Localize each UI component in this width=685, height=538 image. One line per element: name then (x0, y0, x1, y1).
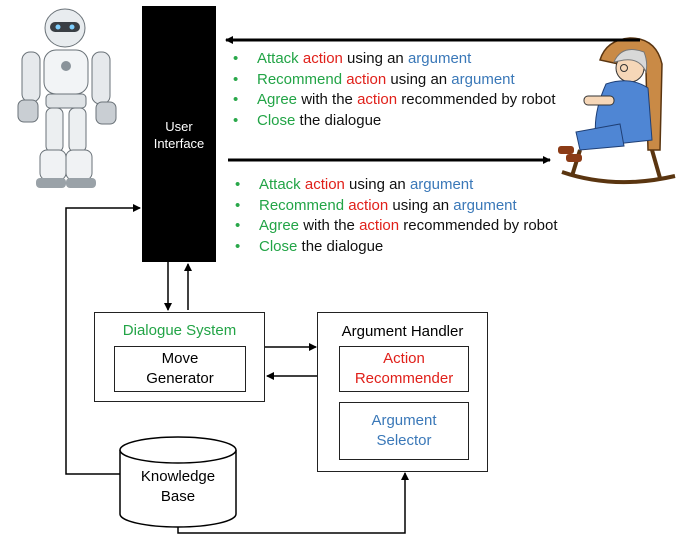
connector-text: the dialogue (295, 111, 382, 129)
knowledge-base-cylinder (119, 436, 237, 528)
bullet: • (233, 91, 239, 108)
action-word: action (344, 196, 389, 214)
message-attack: • Attack action using an argument (233, 49, 556, 70)
argument-word: argument (403, 50, 472, 67)
message-attack: • Attack action using an argument (235, 175, 558, 196)
knowledge-base-label: Knowledge Base (140, 468, 216, 505)
elderly-user-illustration (558, 37, 676, 185)
action-word: action (354, 217, 400, 234)
user-interface-label: User Interface (153, 119, 205, 151)
arrow-knowledge-to-interface (65, 204, 141, 475)
connector-text: the dialogue (297, 237, 384, 255)
robot-illustration (17, 8, 117, 188)
action-word: action (298, 50, 343, 67)
connector-text: using an (386, 70, 448, 88)
bullet: • (233, 111, 239, 129)
dialogue-system-box: Dialogue System Move Generator (94, 312, 265, 402)
argument-selector-box: Argument Selector (339, 402, 469, 460)
action-word: action (342, 70, 387, 88)
argument-word: argument (405, 176, 474, 193)
message-agree: • Agree with the action recommended by ro… (233, 90, 556, 111)
connector-text: with the (299, 217, 355, 234)
message-recommend: • Recommend action using an argument (233, 70, 556, 91)
connector-text: recommended by robot (397, 91, 556, 108)
move-type: Attack (257, 50, 299, 67)
arrow-knowledge-to-argument-handler (177, 472, 409, 534)
message-recommend: • Recommend action using an argument (235, 196, 558, 217)
argument-word: argument (449, 196, 517, 214)
move-type: Agree (257, 91, 298, 108)
connector-text: using an (388, 196, 450, 214)
move-type: Close (259, 237, 298, 255)
move-type: Recommend (259, 196, 345, 214)
user-interface-block (142, 6, 216, 262)
message-close: • Close the dialogue (235, 237, 558, 258)
move-type: Close (257, 111, 296, 129)
message-close: • Close the dialogue (233, 111, 556, 132)
bullet: • (233, 50, 239, 67)
connector-text: using an (344, 176, 406, 193)
dialogue-system-title: Dialogue System (122, 322, 237, 339)
argument-handler-box: Argument Handler Action Recommender Argu… (317, 312, 488, 472)
move-type: Recommend (257, 70, 343, 88)
action-word: action (300, 176, 345, 193)
move-generator-box: Move Generator (114, 346, 246, 392)
bullet: • (235, 176, 241, 193)
bullet: • (233, 70, 239, 88)
connector-text: with the (297, 91, 353, 108)
bullet: • (235, 196, 241, 214)
move-type: Attack (259, 176, 301, 193)
bullet: • (235, 217, 241, 234)
move-type: Agree (259, 217, 300, 234)
messages-to-robot-list: • Attack action using an argument • Recomm… (233, 49, 556, 131)
action-recommender-box: Action Recommender (339, 346, 469, 392)
messages-to-user-list: • Attack action using an argument • Recomm… (235, 175, 558, 257)
action-word: action (352, 91, 398, 108)
bullet: • (235, 237, 241, 255)
connector-text: using an (342, 50, 404, 67)
message-agree: • Agree with the action recommended by ro… (235, 216, 558, 237)
argument-word: argument (447, 70, 515, 88)
argument-handler-title: Argument Handler (341, 323, 464, 340)
connector-text: recommended by robot (399, 217, 558, 234)
